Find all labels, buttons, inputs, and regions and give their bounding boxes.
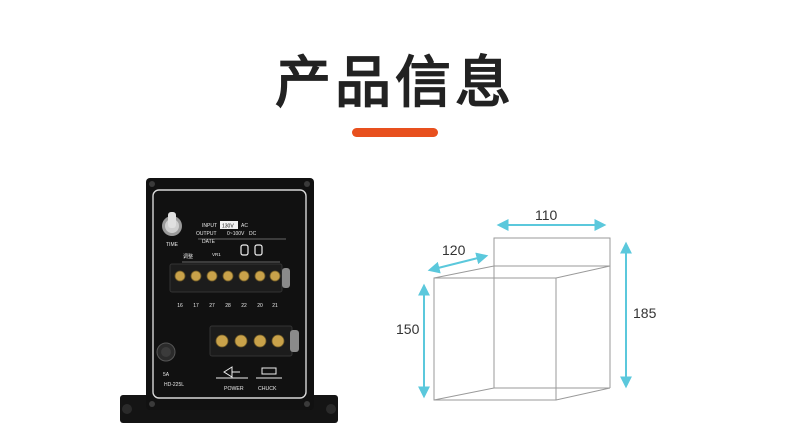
input-label: INPUT xyxy=(202,223,217,229)
output-range: 0~100V xyxy=(227,231,245,237)
fuse-label: 5A xyxy=(163,372,170,378)
mount-hole-icon xyxy=(122,404,132,414)
terminal-number: 21 xyxy=(272,303,278,309)
title-accent-bar xyxy=(352,128,438,137)
fuse-holder-icon xyxy=(156,342,176,362)
depth-arrow xyxy=(427,252,489,274)
chuck-label: CHUCK xyxy=(258,386,277,392)
terminal-number: 22 xyxy=(241,303,247,309)
terminal-number: 20 xyxy=(257,303,263,309)
date-label: DATE xyxy=(202,239,216,245)
plug-icon xyxy=(216,366,248,379)
power-label: POWER xyxy=(224,386,244,392)
screw-icon xyxy=(149,181,155,187)
output-dc-label: DC xyxy=(249,231,257,237)
signal-terminal-block xyxy=(169,263,290,293)
mount-hole-icon xyxy=(326,404,336,414)
screw-icon xyxy=(304,401,310,407)
time-label: TIME xyxy=(166,242,179,248)
chuck-icon xyxy=(256,367,282,379)
adjust-label: 调整 xyxy=(183,253,193,260)
width-dimension: 110 xyxy=(535,207,558,223)
terminal-number: 16 xyxy=(177,303,183,309)
total-height-dimension: 185 xyxy=(633,305,657,321)
depth-dimension: 120 xyxy=(442,242,466,258)
screw-icon xyxy=(149,401,155,407)
dimension-drawing: 110 120 150 185 xyxy=(396,207,657,401)
output-label: OUTPUT xyxy=(196,231,217,237)
terminal-number: 17 xyxy=(193,303,199,309)
toggle-switch-icon xyxy=(162,212,182,236)
controller-panel: TIME INPUT 130V AC OUTPUT 0~100V DC DATE… xyxy=(120,178,338,423)
front-height-dimension: 150 xyxy=(396,321,420,337)
model-label: HD-225L xyxy=(164,382,184,388)
screw-icon xyxy=(304,181,310,187)
page-title: 产品信息 xyxy=(275,51,515,116)
potentiometer-icon xyxy=(240,244,263,256)
vr-label: VR1 xyxy=(212,252,221,257)
terminal-number: 28 xyxy=(225,303,231,309)
power-terminal-block xyxy=(209,325,299,357)
terminal-number: 27 xyxy=(209,303,215,309)
input-ac-label: AC xyxy=(241,223,248,229)
input-voltage: 130V xyxy=(222,224,234,230)
